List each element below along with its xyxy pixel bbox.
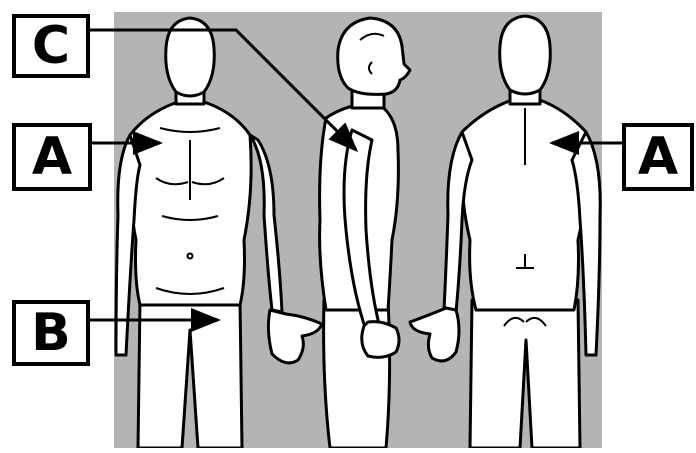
label-b: B: [12, 300, 90, 366]
label-c: C: [12, 14, 90, 78]
label-a-left: A: [12, 123, 92, 191]
label-a-right: A: [622, 123, 694, 191]
